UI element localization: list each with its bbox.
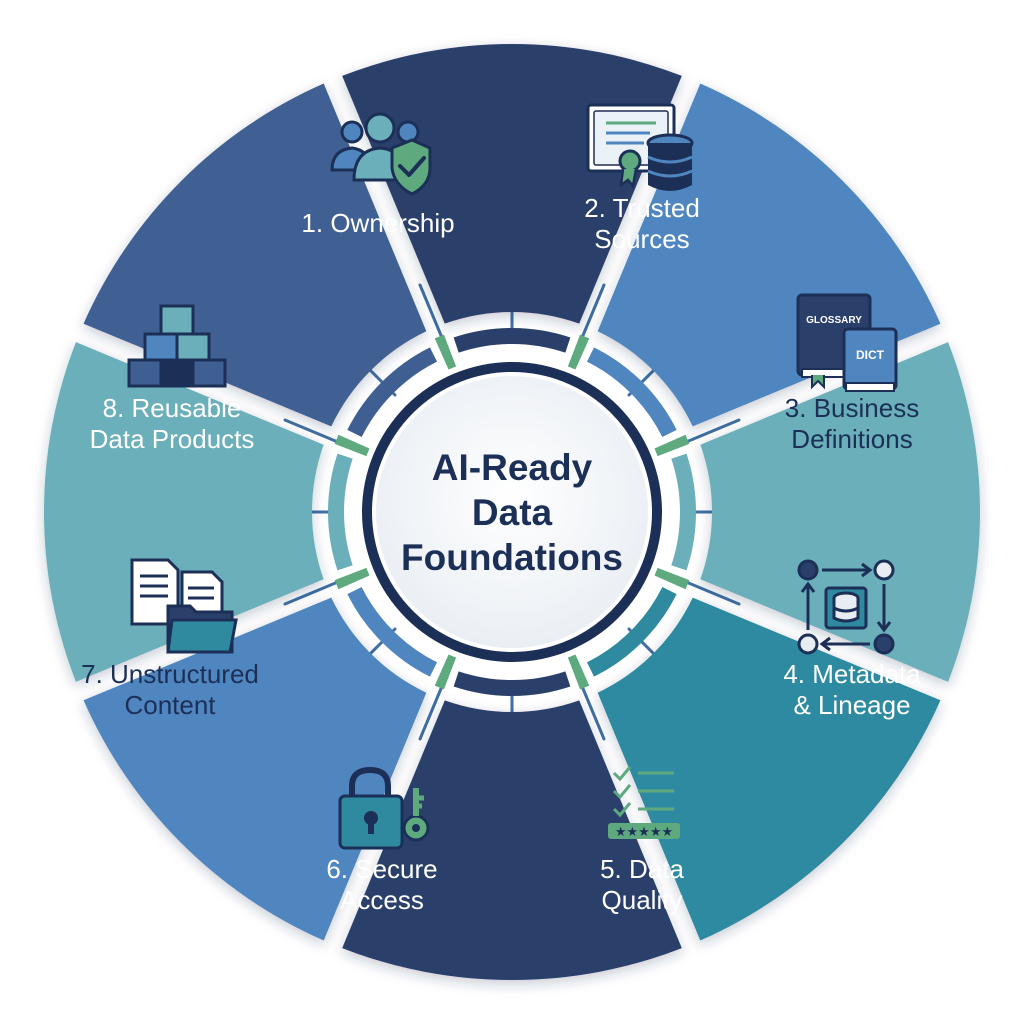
documents-folder-icon bbox=[130, 558, 238, 654]
segment-7 bbox=[43, 342, 324, 682]
connector-line bbox=[577, 677, 606, 741]
segment-4-label-line-2: & Lineage bbox=[793, 690, 910, 720]
ring-arc-8 bbox=[347, 347, 438, 438]
segment-2-label-line-2: Sources bbox=[594, 224, 689, 254]
segment-5-label-line-2: Quality bbox=[602, 885, 683, 915]
ring-arc-4 bbox=[586, 586, 677, 677]
segment-6 bbox=[83, 597, 427, 941]
ring-separator bbox=[654, 434, 690, 457]
segment-3-label-line-1: 3. Business bbox=[785, 393, 919, 423]
segment-8-label-line-2: Data Products bbox=[90, 424, 255, 454]
users-shield-icon bbox=[330, 112, 432, 196]
ring-separator bbox=[434, 334, 457, 370]
glossary-books-icon: GLOSSARY DICT bbox=[796, 293, 898, 392]
segment-4 bbox=[597, 597, 941, 941]
ring-arc-1 bbox=[453, 328, 571, 353]
ring-arc-3 bbox=[671, 453, 696, 571]
segment-3 bbox=[700, 342, 981, 682]
segment-1-label-line-1: 1. Ownership bbox=[301, 208, 454, 238]
ring-separator bbox=[654, 567, 690, 590]
connector-line bbox=[418, 677, 447, 741]
ring-separator bbox=[334, 567, 370, 590]
inner-ring bbox=[328, 328, 696, 696]
connector-line bbox=[283, 418, 347, 447]
connector-line bbox=[418, 283, 447, 347]
segment-7-label-line-1: 7. Unstructured bbox=[81, 659, 259, 689]
segment-5 bbox=[342, 700, 682, 980]
segment-6-label-line-1: 6. Secure bbox=[326, 854, 437, 884]
ring-arc-6 bbox=[347, 586, 438, 677]
connector-line bbox=[677, 418, 741, 447]
ring-separator bbox=[334, 434, 370, 457]
segment-4-label-line-1: 4. Metadata bbox=[783, 659, 921, 689]
lineage-graph-icon bbox=[797, 559, 895, 655]
center-title-line-1: AI-Ready bbox=[432, 447, 593, 488]
segment-5-label-line-1: 5. Data bbox=[600, 854, 684, 884]
segment-6-label-line-2: Access bbox=[340, 885, 424, 915]
connector-line bbox=[577, 283, 606, 347]
center-title-line-3: Foundations bbox=[401, 537, 623, 578]
ring-separator bbox=[434, 654, 457, 690]
glossary-text: GLOSSARY bbox=[806, 315, 862, 326]
connector-line bbox=[283, 577, 347, 606]
padlock-key-icon bbox=[338, 766, 430, 850]
ring-separator bbox=[567, 334, 590, 370]
segment-2-label-line-1: 2. Trusted bbox=[584, 193, 700, 223]
dict-text: DICT bbox=[856, 348, 885, 362]
checklist-rating-icon: ★★★★★ bbox=[608, 766, 680, 840]
segment-8-label-line-1: 8. Reusable bbox=[103, 393, 242, 423]
ring-arc-7 bbox=[328, 453, 353, 571]
certificate-database-icon bbox=[586, 103, 694, 191]
ring-separator bbox=[567, 654, 590, 690]
hub-circle bbox=[372, 372, 652, 652]
svg-text:★★★★★: ★★★★★ bbox=[615, 825, 673, 840]
stacked-cubes-icon bbox=[127, 304, 227, 388]
ring-arc-2 bbox=[586, 347, 677, 438]
connector-line bbox=[677, 577, 741, 606]
ring-arc-5 bbox=[453, 671, 571, 696]
segment-3-label-line-2: Definitions bbox=[791, 424, 912, 454]
center-title-line-2: Data bbox=[472, 492, 553, 533]
segment-7-label-line-2: Content bbox=[124, 690, 216, 720]
